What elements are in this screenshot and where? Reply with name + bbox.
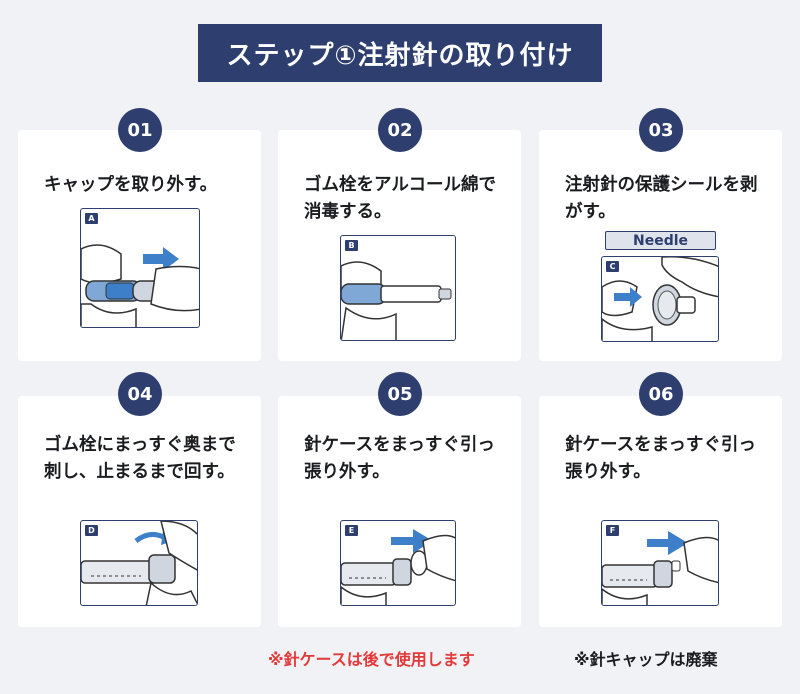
step-card-06: 針ケースをまっすぐ引っ張り外す。 F (539, 396, 782, 627)
illustration-label: C (606, 261, 619, 272)
step-instruction: 針ケースをまっすぐ引っ張り外す。 (304, 435, 495, 482)
needle-seal-peel-illustration: C (601, 256, 719, 342)
step-card-03: 注射針の保護シールを剥がす。 Needle C (539, 130, 782, 361)
illustration-label: E (345, 525, 358, 536)
step-number-badge: 02 (378, 108, 422, 152)
needle-attach-twist-illustration: D (80, 520, 198, 606)
step-instruction: 注射針の保護シールを剥がす。 (565, 175, 758, 222)
illustration-label: F (606, 525, 619, 536)
step-card-02: ゴム栓をアルコール綿で消毒する。 B (278, 130, 521, 361)
illustration-label: B (345, 240, 358, 251)
step-number-badge: 04 (118, 372, 162, 416)
inner-needle-cap-removal-illustration: F (601, 520, 719, 606)
step-instruction: 針ケースをまっすぐ引っ張り外す。 (565, 435, 756, 482)
needle-label-tag: Needle (605, 231, 716, 250)
step-card-04: ゴム栓にまっすぐ奥まで刺し、止まるまで回す。 D (18, 396, 261, 627)
illustration-label: A (85, 213, 98, 224)
step-number-badge: 06 (639, 372, 683, 416)
step-instruction: ゴム栓にまっすぐ奥まで刺し、止まるまで回す。 (44, 435, 236, 482)
rubber-stopper-disinfection-illustration: B (340, 235, 456, 341)
step-card-05: 針ケースをまっすぐ引っ張り外す。 E (278, 396, 521, 627)
step-number-badge: 05 (378, 372, 422, 416)
step-instruction: ゴム栓をアルコール綿で消毒する。 (304, 175, 496, 222)
step-instruction: キャップを取り外す。 (44, 175, 218, 195)
step-number-badge: 03 (639, 108, 683, 152)
note-discard-needle-cap: ※針キャップは廃棄 (574, 650, 718, 669)
step-card-01: キャップを取り外す。 A (18, 130, 261, 361)
page-title: ステップ①注射針の取り付け (198, 24, 602, 82)
outer-needle-case-removal-illustration: E (340, 520, 456, 606)
illustration-label: D (85, 525, 98, 536)
note-keep-needle-case: ※針ケースは後で使用します (268, 650, 475, 669)
pen-cap-removal-illustration: A (80, 208, 200, 328)
step-number-badge: 01 (118, 108, 162, 152)
